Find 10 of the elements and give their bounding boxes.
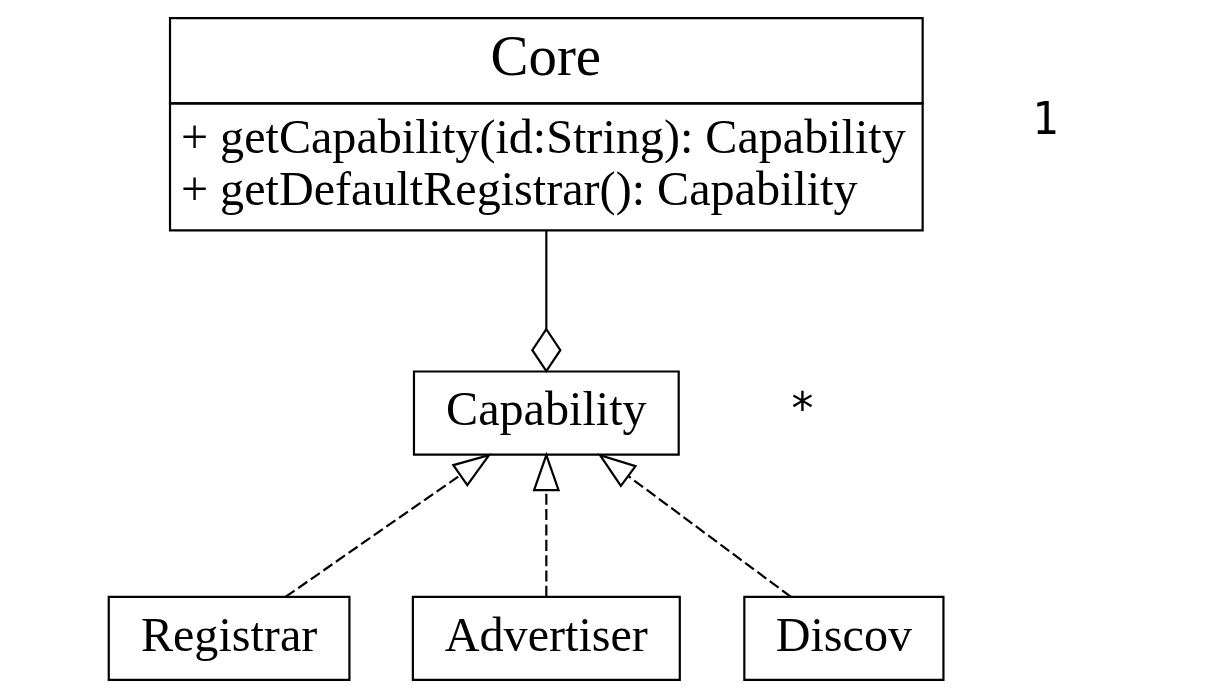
arrow (285, 453, 492, 598)
node-box: Advertiser (411, 595, 681, 682)
connector (531, 229, 562, 374)
arrow (532, 451, 561, 597)
label: 1 (1032, 93, 1059, 145)
label: * (789, 382, 816, 434)
node-box: Registrar (107, 595, 351, 682)
node-box: Capability (412, 370, 680, 456)
node-box: Discov (743, 595, 945, 682)
arrow (597, 453, 792, 598)
